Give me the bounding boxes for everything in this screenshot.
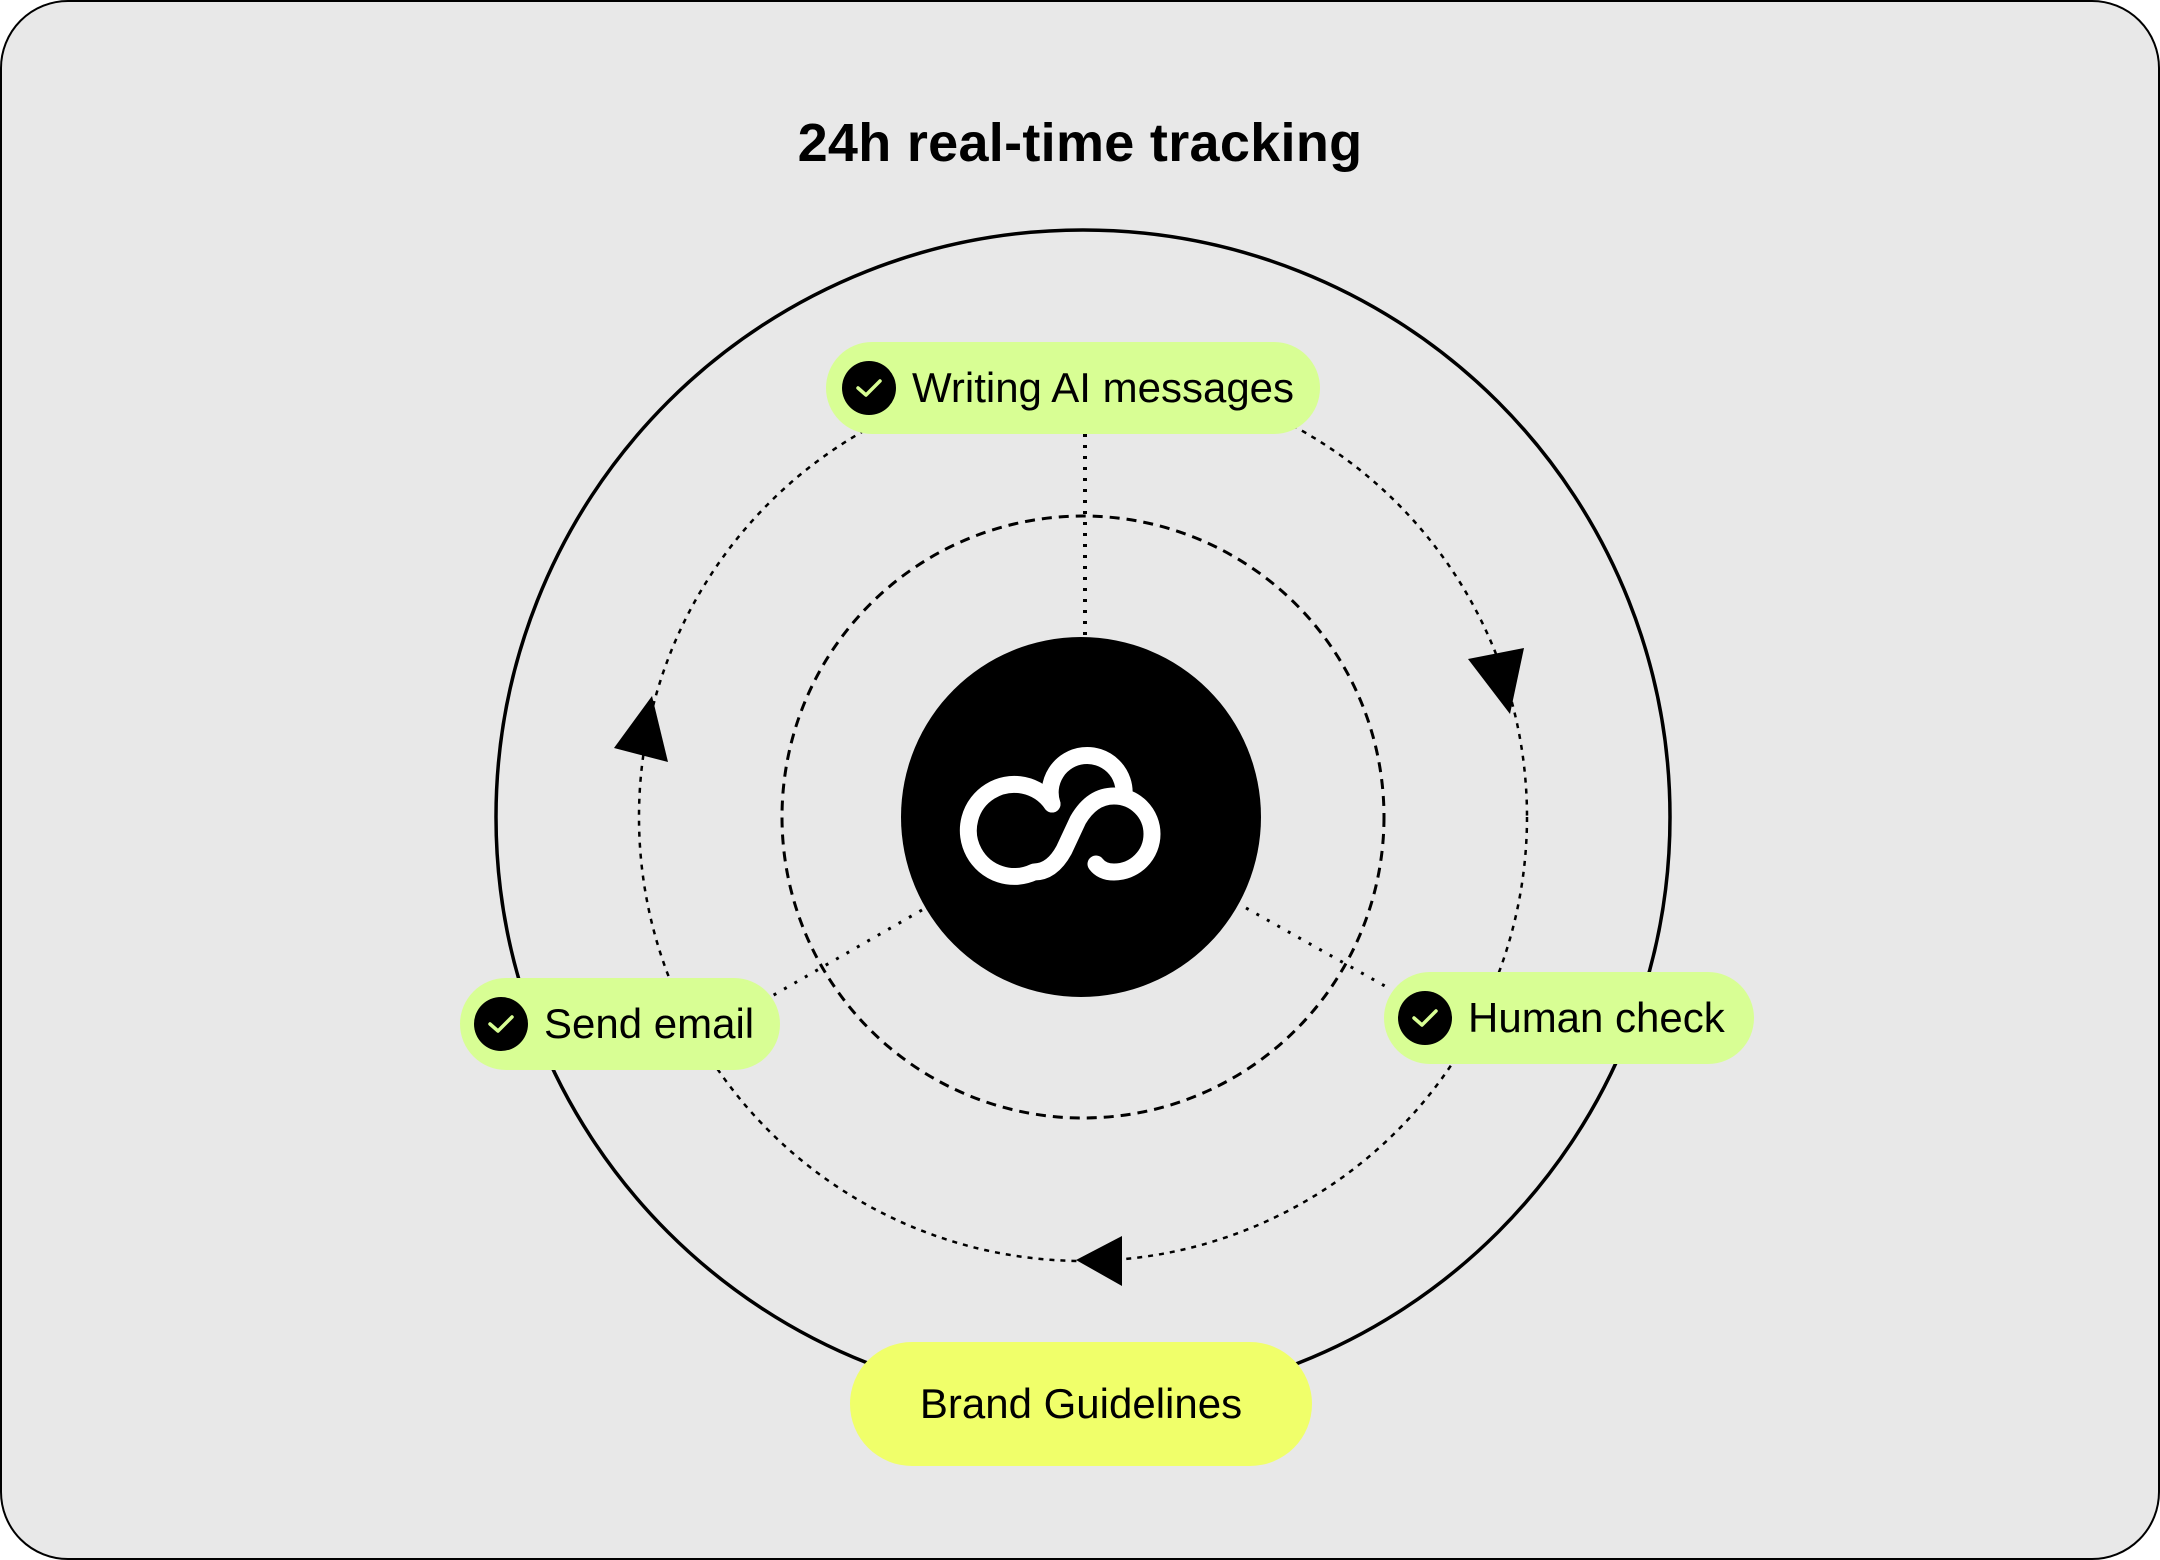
check-icon xyxy=(474,997,528,1051)
inner-ring xyxy=(780,514,1386,1120)
brand-guidelines-label: Brand Guidelines xyxy=(919,1380,1243,1427)
check-icon xyxy=(1398,991,1452,1045)
arrow-bottom xyxy=(1076,1236,1122,1286)
arrow-left xyxy=(614,696,668,762)
spoke-right xyxy=(1245,906,1393,992)
step-label: Writing AI messages xyxy=(912,364,1295,411)
cloud-infinity-icon xyxy=(959,747,1161,885)
brand-guidelines-badge: Brand Guidelines xyxy=(850,1342,1312,1466)
step-label: Send email xyxy=(544,1000,755,1047)
diagram-title: 24h real-time tracking xyxy=(797,113,1363,173)
arrow-right xyxy=(1468,648,1524,714)
step-human-check: Human check xyxy=(1384,972,1754,1064)
step-writing-ai-messages: Writing AI messages xyxy=(826,342,1320,434)
step-label: Human check xyxy=(1468,994,1725,1041)
check-icon xyxy=(842,361,896,415)
spoke-left xyxy=(771,908,923,998)
step-send-email: Send email xyxy=(460,978,780,1070)
